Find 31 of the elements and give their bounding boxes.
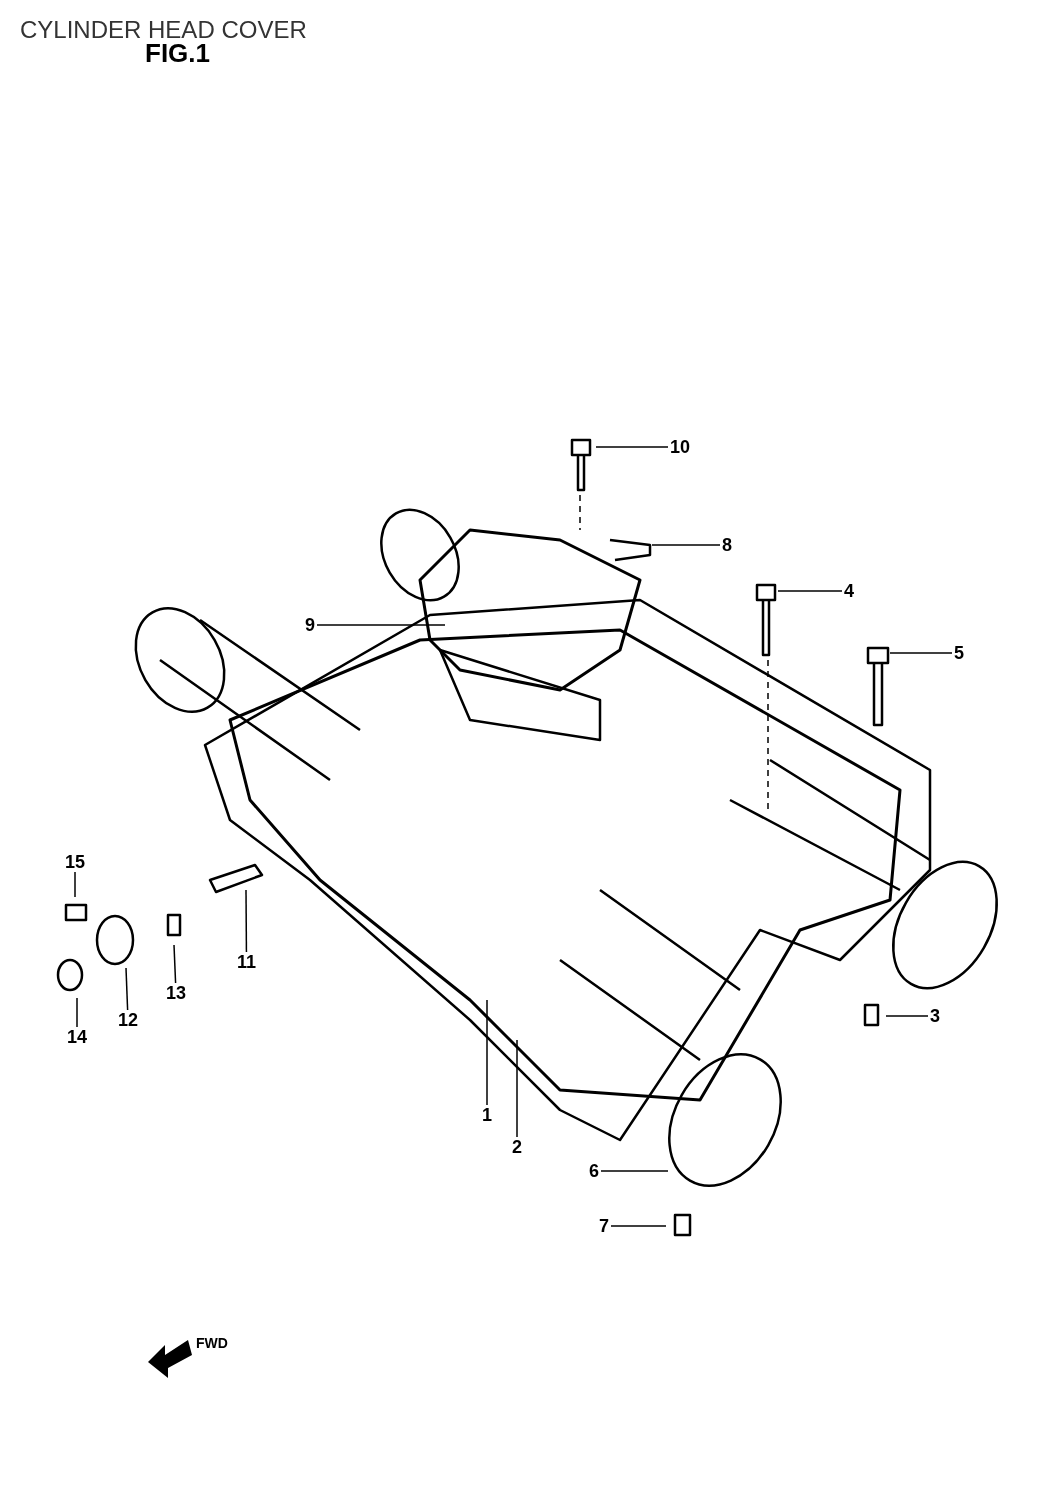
leader-line <box>125 967 129 1011</box>
leader-line <box>173 944 177 984</box>
callout-number: 6 <box>587 1161 601 1181</box>
leader-line <box>486 999 488 1106</box>
callout-number: 11 <box>235 952 259 972</box>
callout-number: 5 <box>952 643 966 663</box>
callout-number: 12 <box>116 1010 141 1030</box>
callout-number: 10 <box>668 437 693 457</box>
callout-number: 9 <box>303 615 317 635</box>
leader-line <box>610 1225 667 1227</box>
callout-number: 4 <box>842 581 856 601</box>
leader-line <box>600 1170 669 1172</box>
callout-number: 3 <box>928 1006 942 1026</box>
callout-number: 15 <box>63 852 88 872</box>
callout-number: 13 <box>164 983 189 1003</box>
leader-line <box>595 446 669 448</box>
leader-line <box>316 624 446 626</box>
leader-line <box>777 590 843 592</box>
callout-number: 8 <box>720 535 734 555</box>
direction-label: FWD <box>196 1335 228 1351</box>
leader-line <box>76 997 78 1028</box>
callout-number: 7 <box>597 1216 611 1236</box>
leader-line <box>889 652 953 654</box>
callout-number: 2 <box>510 1137 524 1157</box>
callout-number: 14 <box>65 1027 90 1047</box>
leader-line <box>651 544 721 546</box>
leader-line <box>885 1015 929 1017</box>
leader-line <box>245 889 248 953</box>
leader-line <box>74 871 76 898</box>
leader-line <box>516 1039 518 1138</box>
callout-number: 1 <box>480 1105 494 1125</box>
